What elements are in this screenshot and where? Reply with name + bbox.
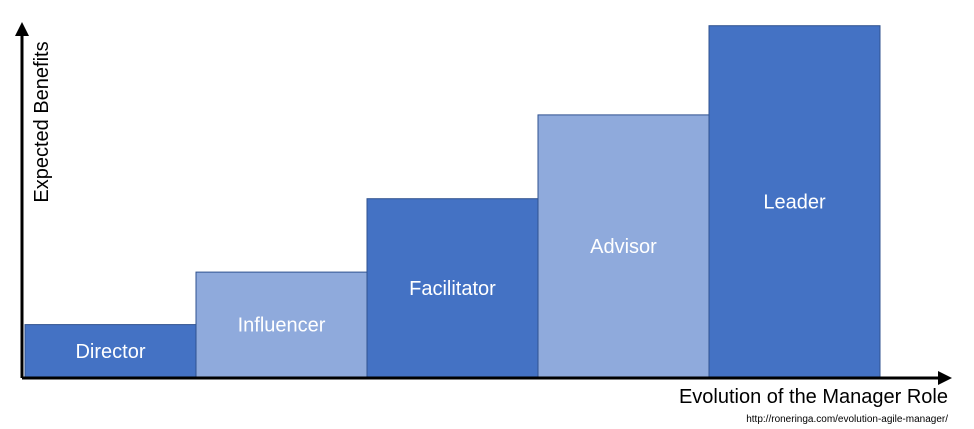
bar-labels-group: Director Influencer Facilitator Advisor Lead… xyxy=(75,191,825,362)
bar-label-director: Director xyxy=(75,341,145,363)
y-axis-arrow-icon xyxy=(15,22,29,36)
source-url: http://roneringa.com/evolution-agile-man… xyxy=(746,414,948,425)
bar-director xyxy=(24,324,197,378)
bar-advisor xyxy=(537,114,710,378)
bar-label-influencer: Influencer xyxy=(238,315,326,337)
bar-facilitator xyxy=(366,198,539,378)
bar-leader xyxy=(708,25,881,378)
bar-influencer xyxy=(195,271,368,378)
bar-label-leader: Leader xyxy=(763,191,826,213)
bars-group xyxy=(24,25,881,378)
x-axis-title: Evolution of the Manager Role xyxy=(679,386,948,408)
bar-label-facilitator: Facilitator xyxy=(409,278,496,300)
bar-label-advisor: Advisor xyxy=(590,236,657,258)
x-axis-arrow-icon xyxy=(938,371,952,385)
y-axis-title: Expected Benefits xyxy=(31,41,53,202)
